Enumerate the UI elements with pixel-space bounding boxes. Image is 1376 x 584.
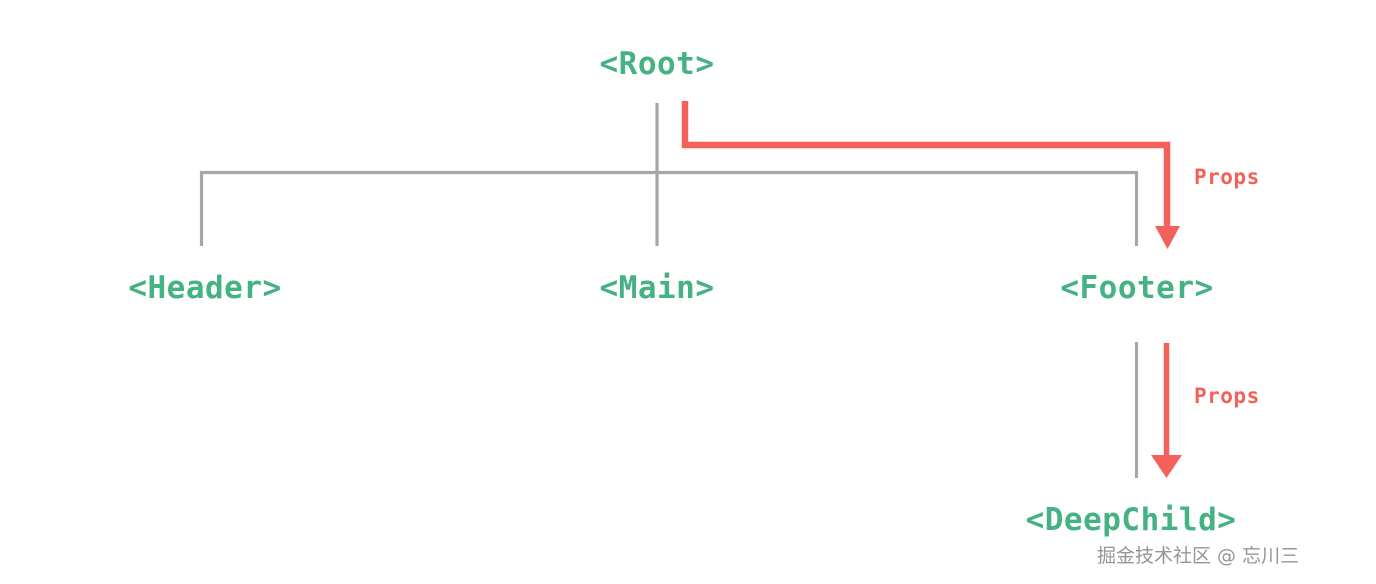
watermark-text: 掘金技术社区 @ 忘川三 bbox=[1097, 545, 1300, 567]
props-arrow-footer-to-deepchild bbox=[1151, 343, 1182, 478]
node-label-deepchild: <DeepChild> bbox=[1025, 502, 1237, 538]
tree-edge-group bbox=[199, 103, 1139, 478]
props-label-footer-to-deepchild: Props bbox=[1194, 384, 1260, 408]
props-arrow-root-to-footer bbox=[681, 101, 1180, 249]
node-label-footer: <Footer> bbox=[1060, 270, 1214, 306]
node-label-main: <Main> bbox=[599, 270, 715, 306]
node-label-header: <Header> bbox=[128, 270, 282, 306]
node-label-root: <Root> bbox=[599, 46, 715, 82]
arrowhead-root-to-footer bbox=[1155, 226, 1180, 249]
arrowhead-footer-to-deepchild bbox=[1151, 455, 1182, 478]
props-label-root-to-footer: Props bbox=[1194, 165, 1260, 189]
